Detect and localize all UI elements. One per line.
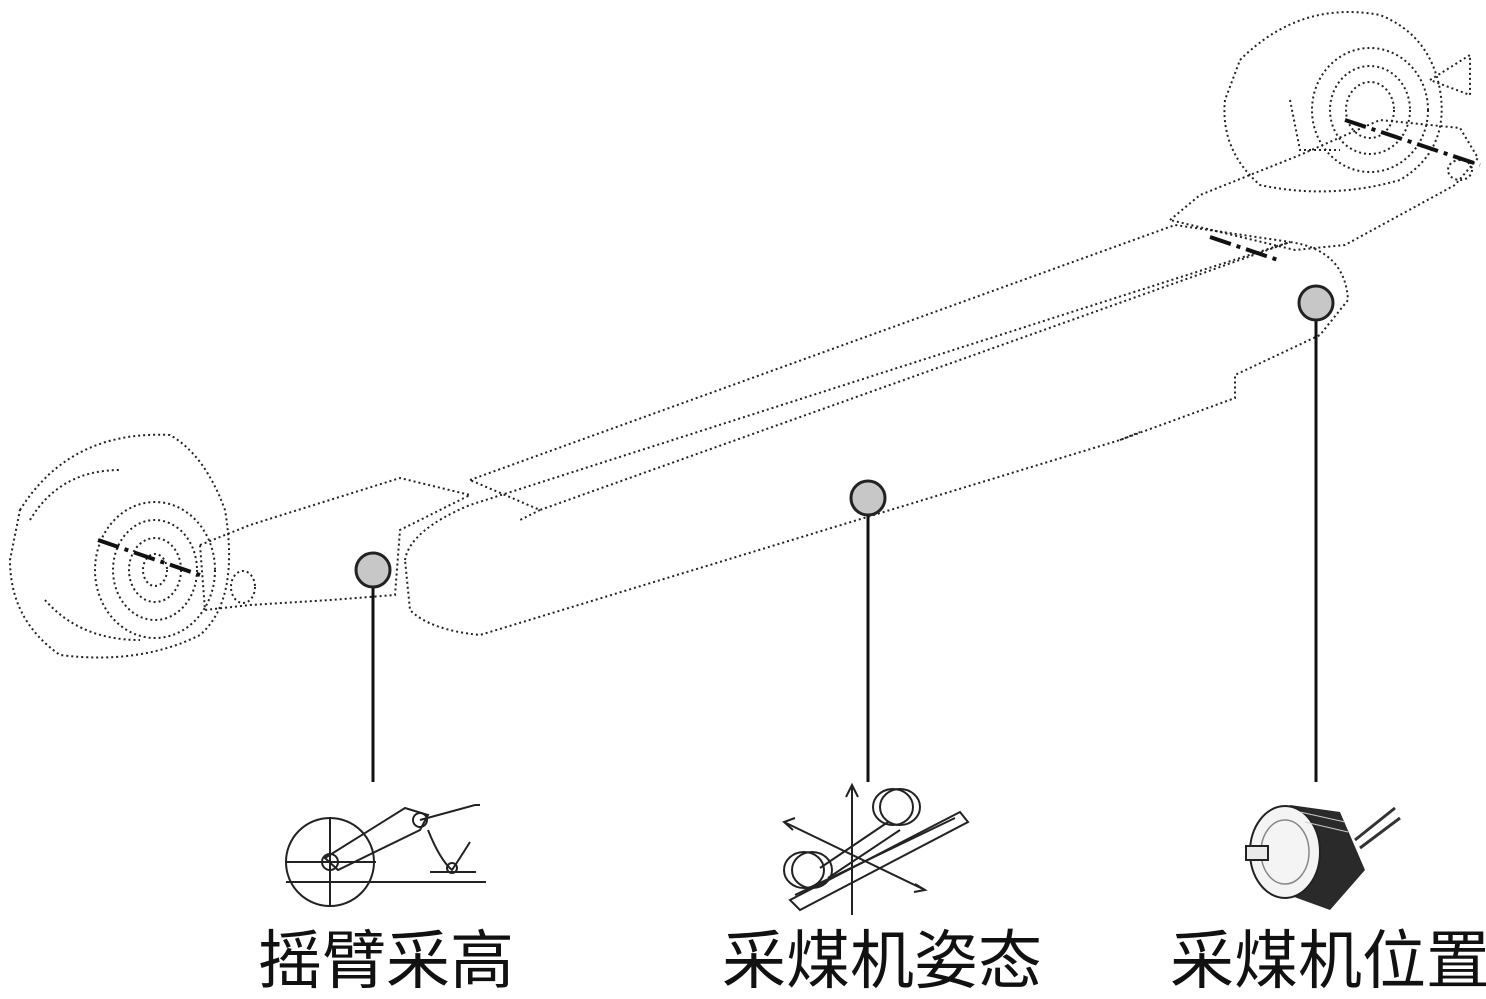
left-ranging-arm (198, 476, 473, 612)
marker-rocker-height (354, 551, 392, 589)
marker-position (1297, 284, 1335, 322)
drum-axis-lines (97, 118, 1481, 577)
inclinometer-attitude-icon (782, 782, 970, 915)
label-shearer-position: 采煤机位置 (1170, 925, 1486, 999)
label-shearer-attitude: 采煤机姿态 (722, 925, 1042, 999)
sensor-markers (354, 284, 1335, 589)
shearer-body (8, 11, 1480, 659)
right-ranging-arm (1167, 118, 1480, 252)
right-cutting-drum (1223, 11, 1471, 193)
leader-lines (371, 303, 1318, 782)
rotary-encoder-icon (1245, 805, 1401, 910)
rocker-arm-angle-sensor-icon (285, 804, 486, 907)
marker-attitude (849, 479, 887, 517)
left-cutting-drum (8, 433, 231, 659)
label-rocker-arm-height: 摇臂采高 (258, 925, 514, 999)
